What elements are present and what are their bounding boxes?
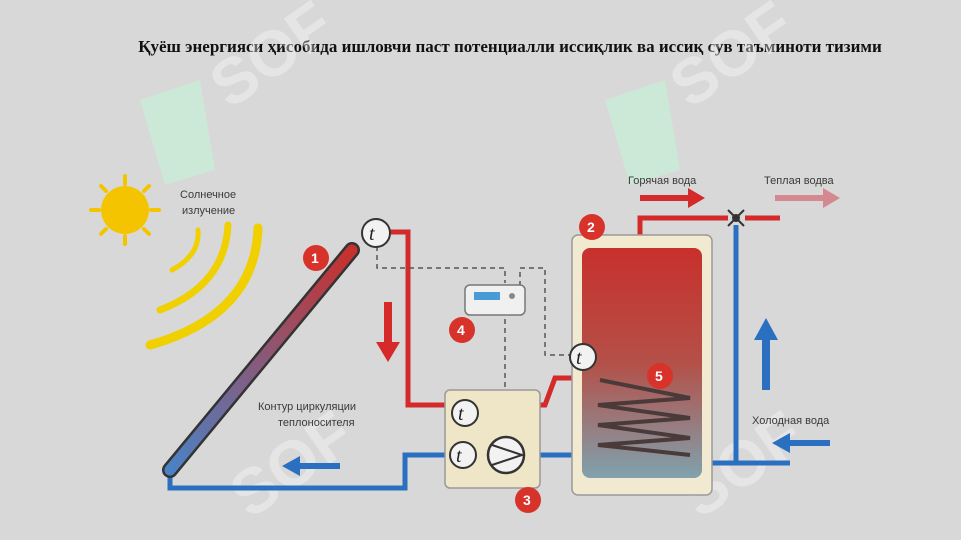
- svg-text:3: 3: [523, 492, 531, 508]
- svg-text:4: 4: [457, 322, 465, 338]
- pump-icon: [486, 435, 526, 475]
- svg-text:1: 1: [311, 250, 319, 266]
- radiation-arcs: [145, 221, 263, 350]
- svg-text:SOF: SOF: [197, 0, 346, 121]
- marker-3: 3: [515, 487, 541, 513]
- solar-collector: [162, 242, 360, 478]
- svg-text:t: t: [576, 347, 582, 369]
- cold-water-label: Холодная вода: [752, 415, 830, 427]
- svg-text:SOF: SOF: [657, 0, 806, 121]
- marker-2: 2: [579, 214, 605, 240]
- hot-water-label: Горячая вода: [628, 175, 697, 187]
- solar-label-2: излучение: [182, 205, 235, 217]
- controller: [464, 284, 526, 316]
- solar-label-1: Солнечное: [180, 189, 236, 201]
- marker-1: 1: [303, 245, 329, 271]
- temperature-sensor-icon: t: [451, 399, 479, 427]
- temperature-sensor-icon: t: [569, 343, 597, 371]
- svg-text:2: 2: [587, 219, 595, 235]
- page-title: Қуёш энергияси ҳисобида ишловчи паст пот…: [138, 37, 882, 56]
- flow-arrows: [282, 188, 840, 476]
- warm-water-label: Теплая водва: [764, 175, 834, 187]
- loop-label-2: теплоносителя: [278, 417, 355, 429]
- svg-text:t: t: [456, 445, 462, 467]
- loop-label-1: Контур циркуляции: [258, 401, 356, 413]
- svg-text:t: t: [458, 403, 464, 425]
- marker-5: 5: [647, 363, 673, 389]
- heat-exchanger-coil: [597, 378, 691, 457]
- svg-text:t: t: [369, 223, 375, 245]
- mixing-valve-icon: [727, 209, 745, 227]
- temperature-sensor-icon: t: [361, 218, 391, 248]
- svg-text:5: 5: [655, 368, 663, 384]
- marker-4: 4: [449, 317, 475, 343]
- temperature-sensor-icon: t: [449, 441, 477, 469]
- sun-icon: [89, 174, 161, 246]
